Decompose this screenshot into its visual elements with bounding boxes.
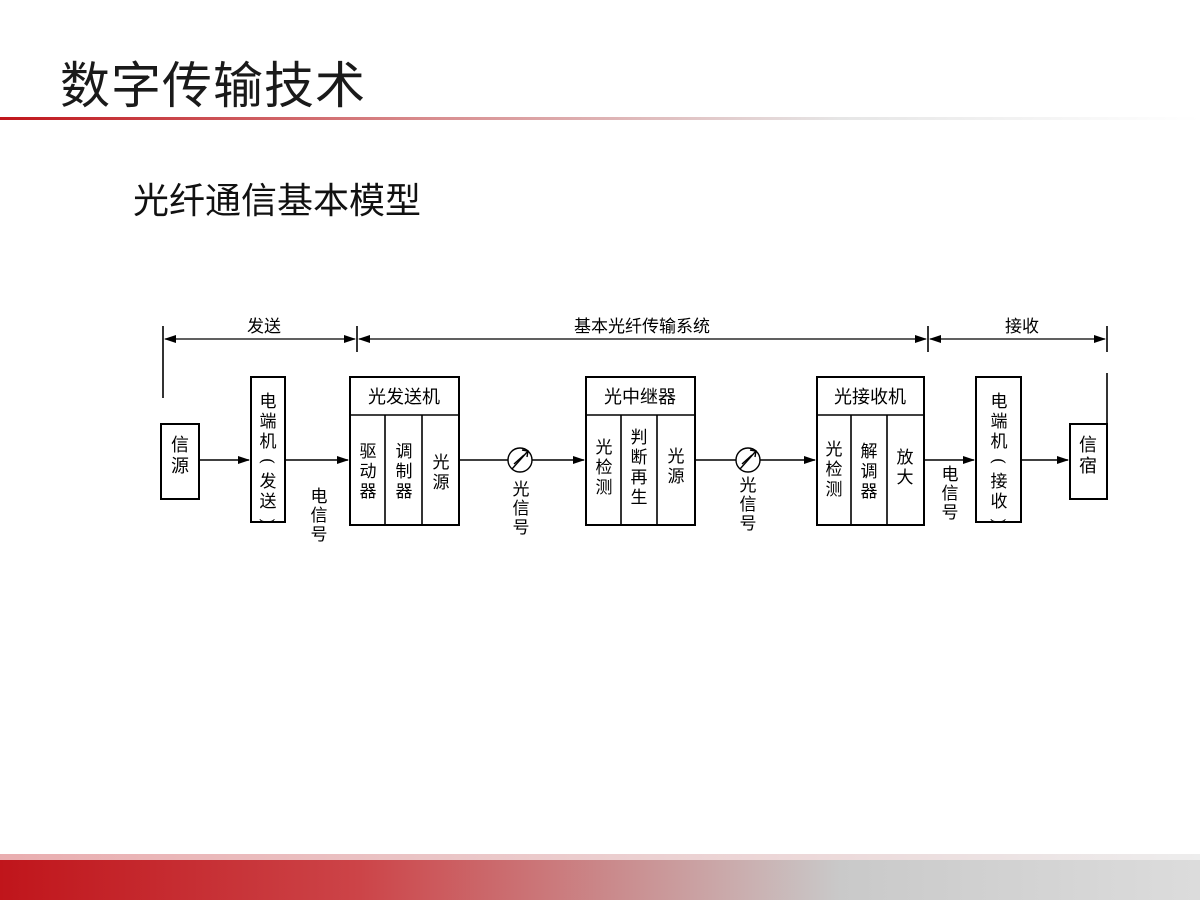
electrical-signal-label: 电信号 — [942, 465, 959, 523]
transmitter-title: 光发送机 — [368, 387, 440, 408]
transmitter-cell-modulator-char: 器 — [396, 482, 413, 502]
terminal-send-label-char: ( — [257, 458, 277, 465]
receiver-cell-detect-char: 检 — [826, 460, 843, 480]
boxes — [160, 376, 1108, 526]
repeater-cell-regen-char: 再 — [631, 468, 648, 488]
receiver-box — [816, 376, 925, 526]
slide-title: 数字传输技术 — [60, 57, 366, 115]
span-label-send: 发送 — [247, 317, 281, 337]
terminal-send-label-char: 机 — [260, 432, 277, 452]
receiver-cell-amp-char: 大 — [897, 468, 914, 488]
receiver-cell-amp: 放大 — [897, 448, 914, 488]
title-divider — [0, 117, 1200, 120]
repeater-cell-regen-char: 生 — [631, 488, 648, 508]
repeater-cell-source-char: 光 — [668, 447, 685, 467]
electrical-signal-label-char: 号 — [311, 525, 328, 545]
sink-label-char: 宿 — [1079, 456, 1097, 477]
repeater-cell-detect-char: 测 — [596, 478, 613, 498]
transmitter-cell-source-char: 源 — [433, 473, 450, 493]
receiver-cell-amp-char: 放 — [897, 448, 914, 468]
terminal-send-box — [250, 376, 286, 523]
transmitter-cell-driver: 驱动器 — [360, 442, 377, 502]
transmitter-cell-modulator-char: 制 — [396, 462, 413, 482]
fiber-symbol-icon — [507, 447, 533, 473]
electrical-signal-label-char: 电 — [311, 487, 328, 507]
optical-signal-label: 光信号 — [740, 476, 757, 534]
receiver-cell-demod-char: 器 — [861, 482, 878, 502]
terminal-send-label-char: 送 — [260, 492, 277, 512]
receiver-cell-detect-char: 测 — [826, 480, 843, 500]
box-dividers — [350, 414, 924, 525]
span-label-basic-system: 基本光纤传输系统 — [574, 317, 710, 337]
optical-signal-label-char: 号 — [740, 514, 757, 534]
optical-signal-label-char: 信 — [513, 499, 530, 519]
span-label-receive: 接收 — [1005, 317, 1039, 337]
optical-signal-label-char: 信 — [740, 495, 757, 515]
receiver-cell-detect: 光检测 — [826, 440, 843, 500]
source-label-char: 源 — [171, 456, 189, 477]
source-box — [160, 423, 200, 500]
fiber-symbol-icon — [735, 447, 761, 473]
terminal-receive-label-char: 接 — [991, 472, 1008, 492]
optical-signal-label: 光信号 — [513, 480, 530, 538]
terminal-send-label-char: 端 — [260, 412, 277, 432]
transmitter-cell-source: 光源 — [433, 453, 450, 493]
electrical-signal-label-char: 信 — [311, 506, 328, 526]
transmitter-box — [349, 376, 460, 526]
receiver-cell-demod: 解调器 — [861, 442, 878, 502]
repeater-cell-detect-char: 光 — [596, 438, 613, 458]
optical-signal-label-char: 光 — [513, 480, 530, 500]
transmitter-cell-driver-char: 驱 — [360, 442, 377, 462]
electrical-signal-label-char: 号 — [942, 503, 959, 523]
electrical-signal-label-char: 电 — [942, 465, 959, 485]
terminal-receive-label-char: 收 — [991, 492, 1008, 512]
sink-label-char: 信 — [1079, 435, 1097, 456]
terminal-send-label-char: 发 — [260, 472, 277, 492]
terminal-receive-label-char: ( — [988, 458, 1008, 465]
terminal-send-label-char: ) — [257, 518, 277, 525]
transmitter-cell-driver-char: 器 — [360, 482, 377, 502]
receiver-cell-demod-char: 调 — [861, 462, 878, 482]
span-ticks — [162, 326, 1108, 424]
electrical-signal-label: 电信号 — [311, 487, 328, 545]
vertical-labels: 信源电端机(发送)电信号驱动器调制器光源光信号光检测判断再生光源光信号光检测解调… — [171, 392, 1097, 545]
terminal-send-label: 电端机 ( 发送) — [257, 392, 277, 524]
electrical-signal-label-char: 信 — [942, 484, 959, 504]
repeater-cell-detect: 光检测 — [596, 438, 613, 498]
repeater-box — [585, 376, 696, 526]
terminal-receive-label-char: 机 — [991, 432, 1008, 452]
source-label-char: 信 — [171, 435, 189, 456]
transmitter-cell-driver-char: 动 — [360, 462, 377, 482]
transmitter-cell-source-char: 光 — [433, 453, 450, 473]
transmitter-cell-modulator: 调制器 — [396, 442, 413, 502]
terminal-receive-label: 电端机 ( 接收) — [988, 392, 1008, 524]
sink-box — [1069, 423, 1108, 500]
transmitter-cell-modulator-char: 调 — [396, 442, 413, 462]
repeater-cell-source: 光源 — [668, 447, 685, 487]
receiver-title: 光接收机 — [834, 387, 906, 408]
optical-signal-label-char: 光 — [740, 476, 757, 496]
terminal-send-label-char: 电 — [260, 392, 277, 412]
receiver-cell-detect-char: 光 — [826, 440, 843, 460]
optical-signal-label-char: 号 — [513, 518, 530, 538]
repeater-cell-detect-char: 检 — [596, 458, 613, 478]
terminal-receive-box — [975, 376, 1022, 523]
receiver-cell-demod-char: 解 — [861, 442, 878, 462]
terminal-receive-label-char: ) — [988, 518, 1008, 525]
source-label: 信源 — [171, 435, 189, 477]
slide-subtitle: 光纤通信基本模型 — [133, 181, 422, 222]
repeater-cell-regen-char: 断 — [631, 448, 648, 468]
sink-label: 信宿 — [1079, 435, 1097, 477]
repeater-title: 光中继器 — [604, 387, 676, 408]
repeater-cell-regen-char: 判 — [631, 428, 648, 448]
repeater-cell-source-char: 源 — [668, 467, 685, 487]
terminal-receive-label-char: 电 — [991, 392, 1008, 412]
footer-band — [0, 854, 1200, 900]
terminal-receive-label-char: 端 — [991, 412, 1008, 432]
